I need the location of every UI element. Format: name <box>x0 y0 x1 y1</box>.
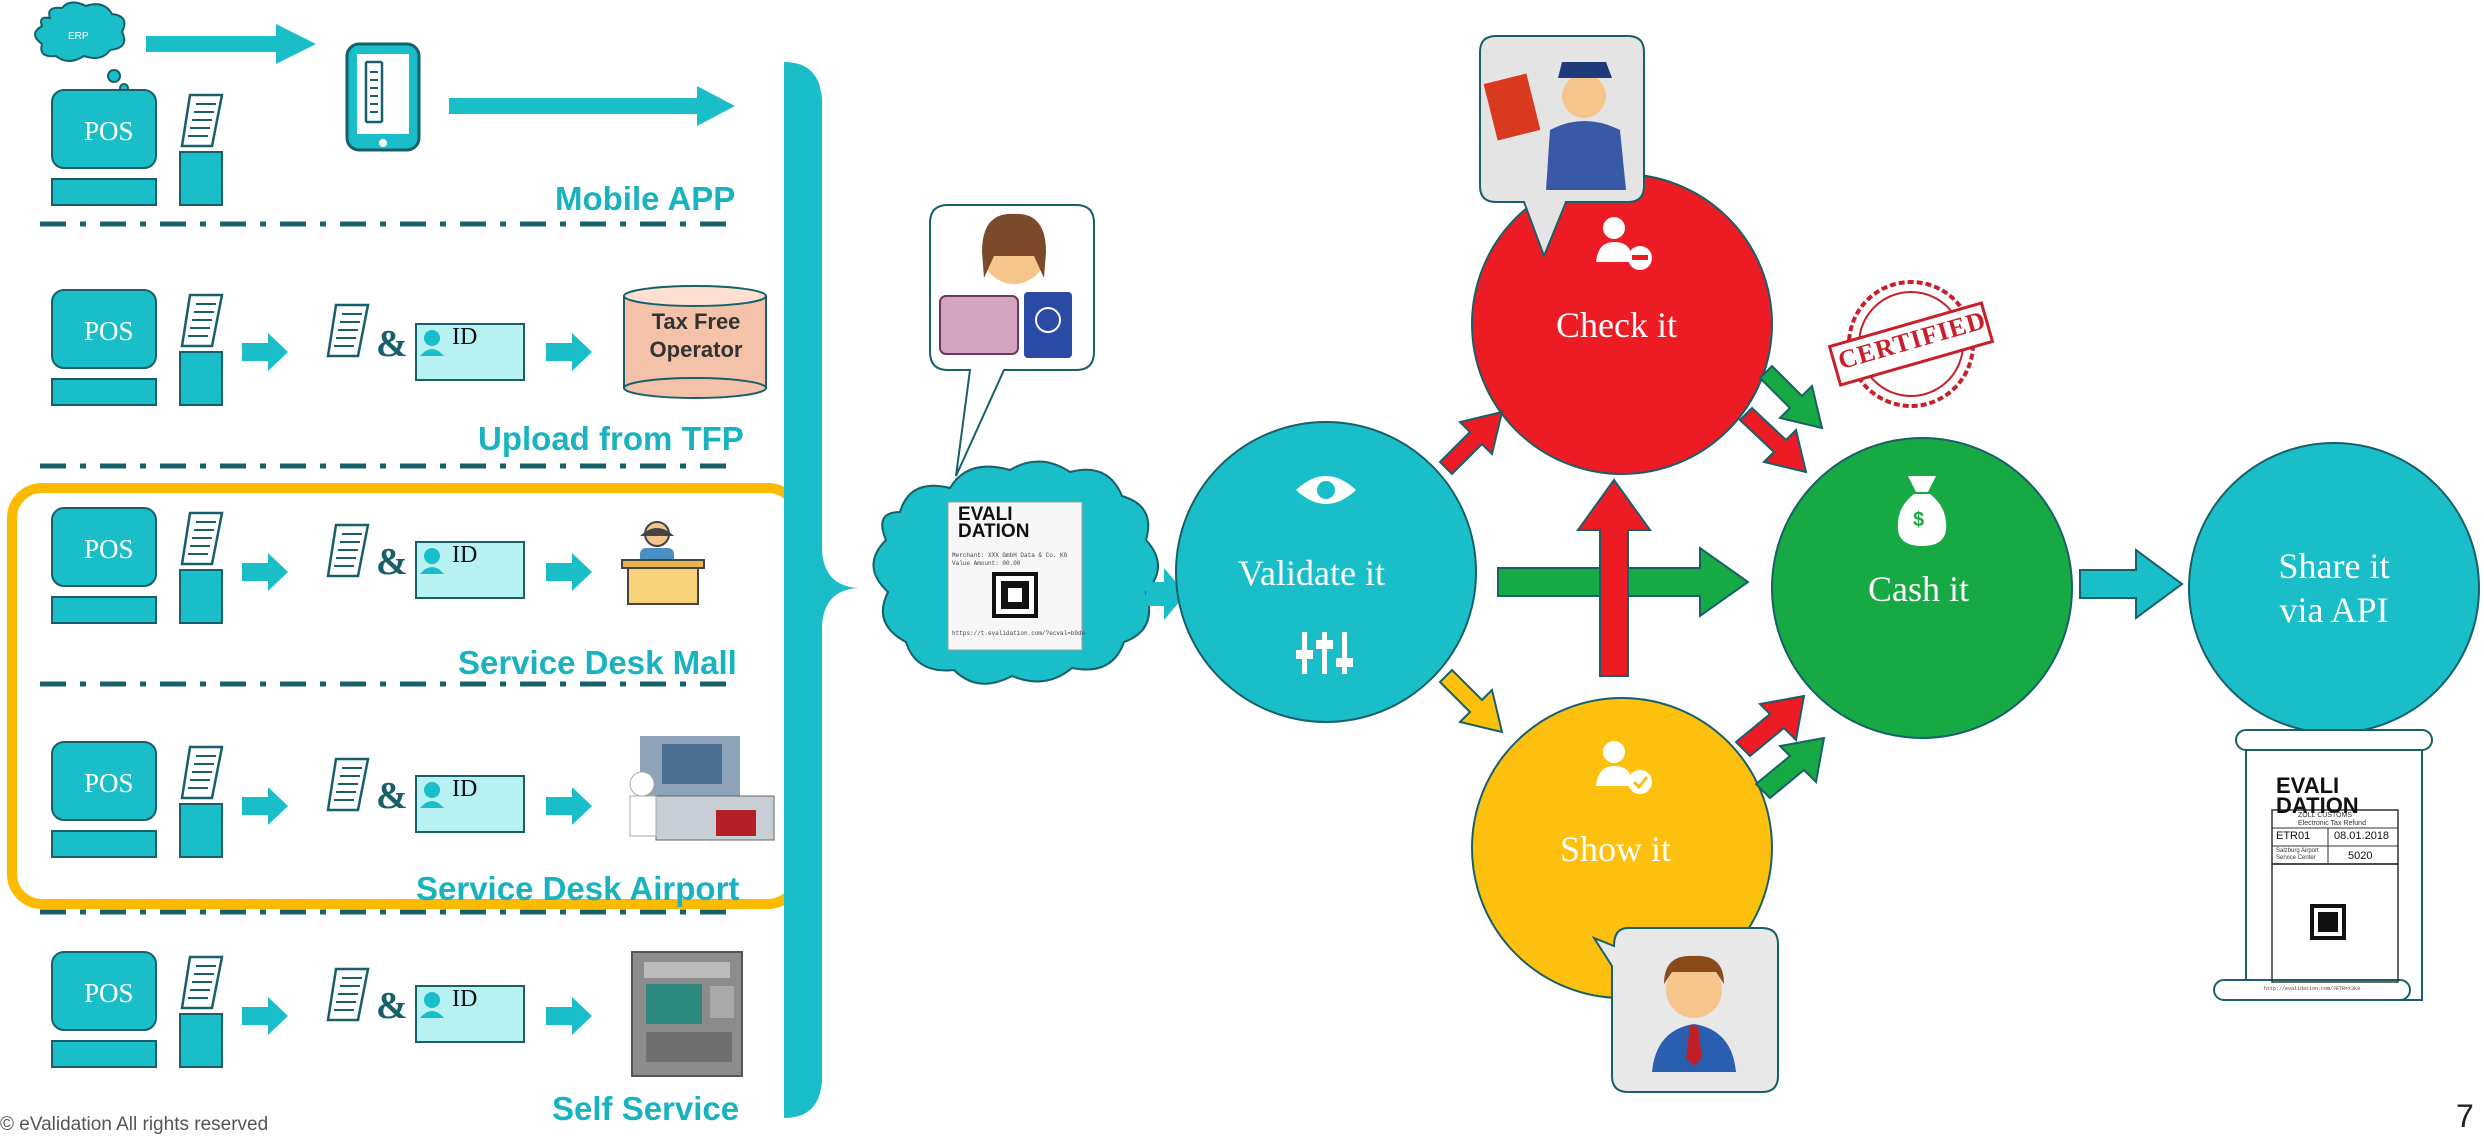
money-bag-icon <box>1897 476 1947 546</box>
airport-desk-icon <box>629 736 775 841</box>
bracket-shape <box>784 62 858 1118</box>
receipt-line: Merchant: XXX GmbH Data & Co. KG <box>952 552 1068 559</box>
id-card-label: ID <box>452 542 478 568</box>
row-service-desk-airport <box>40 736 775 915</box>
businessman-bubble <box>1591 927 1779 1093</box>
receipt-logo-line2: DATION <box>958 521 1030 542</box>
traveller-bubble <box>929 204 1095 477</box>
doc-place: Salzburg Airport Service Center <box>2276 848 2319 862</box>
ampersand: & <box>376 323 408 365</box>
pos-label: POS <box>84 768 134 798</box>
doc-place-line2: Service Center <box>2276 855 2316 861</box>
pos-label: POS <box>84 316 134 346</box>
receipt-line: Value Amount: 00.00 <box>952 560 1021 567</box>
share-label-line2: via API <box>2279 590 2389 630</box>
erp-cloud-icon <box>34 1 126 62</box>
kiosk-icon <box>631 951 743 1077</box>
receipt-logo: EVALI DATION <box>958 504 1030 542</box>
row-service-desk-mall <box>40 506 735 687</box>
receipt-qr <box>992 572 1038 618</box>
channel-label-service-desk-mall: Service Desk Mall <box>458 644 737 681</box>
erp-label: ERP <box>68 31 89 42</box>
channel-label-service-desk-airport: Service Desk Airport <box>416 870 740 907</box>
ampersand: & <box>376 775 408 817</box>
channel-label-self-service: Self Service <box>552 1090 740 1127</box>
id-card-label: ID <box>452 986 478 1012</box>
flow-arrows <box>1438 364 2184 800</box>
footer-copyright: © eValidation All rights reserved <box>0 1114 269 1135</box>
cash-label: Cash it <box>1868 569 1970 609</box>
doc-authority: ZOLL CUSTOMS Electronic Tax Refund <box>2298 812 2366 828</box>
channel-label-upload-tfp: Upload from TFP <box>478 420 744 457</box>
channel-label-mobile-app: Mobile APP <box>555 180 736 217</box>
page-number: 7 <box>2456 1098 2474 1134</box>
doc-url: http://evalidation.com/?ETR=x3k9 <box>2264 986 2361 992</box>
tax-free-operator-label: Tax Free Operator <box>649 309 743 362</box>
id-card-label: ID <box>452 324 478 350</box>
doc-logo-line1: EVALI <box>2276 773 2340 798</box>
pos-label: POS <box>84 978 134 1008</box>
eye-icon <box>1296 476 1356 504</box>
certified-stamp <box>1827 280 1995 408</box>
money-bag-dollar: $ <box>1913 509 1925 531</box>
check-label: Check it <box>1556 305 1677 345</box>
pos-label: POS <box>84 534 134 564</box>
doc-date: 08.01.2018 <box>2334 830 2390 842</box>
doc-code: ETR01 <box>2276 830 2311 842</box>
row-self-service <box>50 950 743 1077</box>
service-desk-icon <box>621 521 705 605</box>
doc-number: 5020 <box>2348 850 2373 862</box>
show-label: Show it <box>1560 829 1672 869</box>
ampersand: & <box>376 541 408 583</box>
receipt-url: https://t.evalidation.com/?ecval=b9de <box>952 630 1086 637</box>
share-label-line1: Share it <box>2278 546 2390 586</box>
doc-place-line: Salzburg Airport <box>2276 848 2319 854</box>
receipt-logo-line1: EVALI <box>958 504 1013 525</box>
pos-label: POS <box>84 116 134 146</box>
user-minus-icon <box>1596 217 1652 270</box>
share-document <box>2213 729 2433 1001</box>
share-label: Share it via API <box>2234 544 2434 632</box>
row-mobile-app <box>34 1 735 227</box>
ampersand: & <box>376 985 408 1027</box>
sliders-icon <box>1296 632 1353 674</box>
id-card-label: ID <box>452 776 478 802</box>
cash-circle <box>1771 437 2073 739</box>
user-check-icon <box>1596 741 1652 794</box>
tax-free-operator-icon <box>623 285 767 399</box>
row-upload-tfp <box>40 285 767 469</box>
doc-logo-line2: DATION <box>2276 793 2359 818</box>
validate-label: Validate it <box>1238 553 1385 593</box>
receipt-lines: Merchant: XXX GmbH Data & Co. KG Value A… <box>952 552 1067 568</box>
doc-authority-line: ZOLL CUSTOMS <box>2298 812 2353 819</box>
officer-bubble <box>1479 35 1645 259</box>
doc-subtitle-line: Electronic Tax Refund <box>2298 820 2366 827</box>
doc-logo: EVALI DATION <box>2276 773 2359 818</box>
validate-circle <box>1175 421 1477 723</box>
